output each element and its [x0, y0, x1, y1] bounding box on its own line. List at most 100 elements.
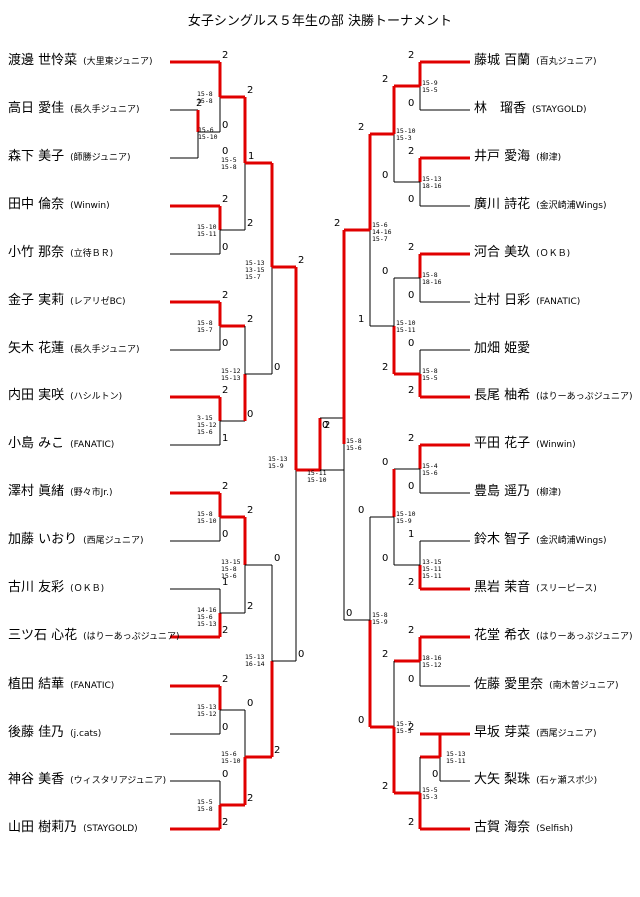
player-name: 林 瑠香: [474, 101, 527, 116]
game-score: 0: [408, 194, 415, 205]
left-player-4: 田中 倫奈 (Winwin): [8, 197, 110, 214]
game-score: 1: [408, 529, 415, 540]
player-name: 植田 結華: [8, 677, 65, 692]
set-scores: 15-12 15-13: [221, 367, 241, 382]
game-score: 2: [408, 722, 415, 733]
player-club: (師勝ジュニア): [70, 153, 131, 163]
set-scores: 15-7 15-5: [396, 720, 412, 735]
game-score: 2: [324, 420, 331, 431]
player-name: 小島 みこ: [8, 436, 65, 451]
set-scores: 15-8 15-10: [197, 510, 217, 525]
player-name: 大矢 梨珠: [474, 772, 531, 787]
game-score: 2: [247, 601, 254, 612]
set-scores: 15-4 15-6: [422, 462, 438, 477]
set-scores: 15-13 15-12: [197, 703, 217, 718]
player-club: (石ヶ瀬スポ少): [536, 776, 598, 786]
right-player-10: 豊島 遥乃(柳津): [474, 484, 561, 501]
game-score: 2: [222, 817, 229, 828]
player-name: 辻村 日彩: [474, 293, 531, 308]
player-club: (柳津): [536, 488, 562, 498]
game-score: 0: [408, 481, 415, 492]
right-player-1: 藤城 百蘭(百丸ジュニア): [474, 53, 597, 70]
set-scores: 3-15 15-12 15-6: [197, 414, 217, 436]
game-score: 2: [382, 649, 389, 660]
player-club: (柳津): [536, 153, 562, 163]
left-player-17: 山田 樹莉乃(STAYGOLD): [8, 820, 138, 837]
left-player-10: 澤村 眞緒(野々市Jr.): [8, 484, 113, 501]
game-score: 2: [408, 817, 415, 828]
player-name: 田中 倫奈: [8, 197, 65, 212]
right-player-6: 辻村 日彩(FANATIC): [474, 293, 580, 310]
set-scores: 15-8 15-6: [346, 437, 362, 452]
right-player-17: 古賀 海奈(Selfish): [474, 820, 573, 837]
right-player-11: 鈴木 智子(金沢崎浦Wings): [474, 532, 606, 549]
player-club: (はりーあっぷジュニア): [536, 632, 633, 642]
game-score: 0: [408, 98, 415, 109]
left-player-11: 加藤 いおり(西尾ジュニア): [8, 532, 144, 549]
player-club: (FANATIC): [70, 440, 115, 450]
player-name: 井戸 愛海: [474, 149, 531, 164]
game-score: 2: [408, 50, 415, 61]
game-score: 0: [222, 722, 229, 733]
game-score: 0: [222, 120, 229, 131]
game-score: 2: [247, 85, 254, 96]
right-player-5: 河合 美玖(ＯＫＢ): [474, 245, 570, 262]
player-name: 早坂 芽菜: [474, 725, 531, 740]
player-club: (南木曽ジュニア): [549, 681, 619, 691]
player-club: (金沢崎浦Wings): [536, 201, 607, 211]
game-score: 0: [222, 769, 229, 780]
game-score: 2: [222, 194, 229, 205]
set-scores: 15-6 15-10: [221, 750, 241, 765]
player-name: 高日 愛佳: [8, 101, 65, 116]
player-club: (立待ＢＲ): [70, 249, 114, 259]
right-player-16: 大矢 梨珠 (石ヶ瀬スポ少): [474, 772, 597, 789]
game-score: 2: [408, 146, 415, 157]
player-club: (Winwin): [70, 201, 110, 211]
game-score: 0: [408, 674, 415, 685]
player-name: 鈴木 智子: [474, 532, 531, 547]
game-score: 0: [298, 649, 305, 660]
player-club: (百丸ジュニア): [536, 57, 597, 67]
player-club: (FANATIC): [70, 681, 115, 691]
game-score: 0: [247, 698, 254, 709]
player-name: 渡邊 世怜菜: [8, 53, 78, 68]
game-score: 2: [247, 505, 254, 516]
player-name: 三ツ石 心花: [8, 628, 78, 643]
player-club: (スリーピース): [536, 584, 597, 594]
player-name: 澤村 眞緒: [8, 484, 65, 499]
game-score: 2: [222, 50, 229, 61]
left-player-2: 高日 愛佳(長久手ジュニア): [8, 101, 140, 118]
player-name: 内田 実咲: [8, 388, 65, 403]
game-score: 2: [247, 314, 254, 325]
left-player-12: 古川 友彩(ＯＫＢ): [8, 580, 104, 597]
player-name: 小竹 那奈: [8, 245, 65, 260]
left-player-14: 植田 結華 (FANATIC): [8, 677, 114, 694]
player-club: (長久手ジュニア): [70, 345, 140, 355]
player-name: 金子 実莉: [8, 293, 65, 308]
game-score: 0: [274, 362, 281, 373]
player-name: 平田 花子: [474, 436, 531, 451]
right-player-4: 廣川 詩花(金沢崎浦Wings): [474, 197, 606, 214]
game-score: 0: [432, 769, 439, 780]
game-score: 2: [334, 218, 341, 229]
player-name: 森下 美子: [8, 149, 65, 164]
game-score: 0: [222, 529, 229, 540]
player-name: 長尾 柚希: [474, 388, 531, 403]
set-scores: 13-15 15-8 15-6: [221, 558, 241, 580]
set-scores: 13-15 15-11 15-11: [422, 558, 442, 580]
game-score: 2: [408, 385, 415, 396]
player-club: (Winwin): [536, 440, 576, 450]
game-score: 0: [382, 266, 389, 277]
set-scores: 15-5 15-8: [197, 798, 213, 813]
game-score: 0: [346, 608, 353, 619]
player-name: 古川 友彩: [8, 580, 65, 595]
set-scores: 15-6 15-10: [198, 126, 218, 141]
set-scores: 15-13 16-14: [245, 653, 265, 668]
game-score: 2: [298, 255, 305, 266]
right-player-14: 佐藤 愛里奈(南木曽ジュニア): [474, 677, 619, 694]
game-score: 2: [382, 781, 389, 792]
game-score: 2: [408, 433, 415, 444]
set-scores: 15-8 15-9: [372, 611, 388, 626]
game-score: 0: [222, 242, 229, 253]
